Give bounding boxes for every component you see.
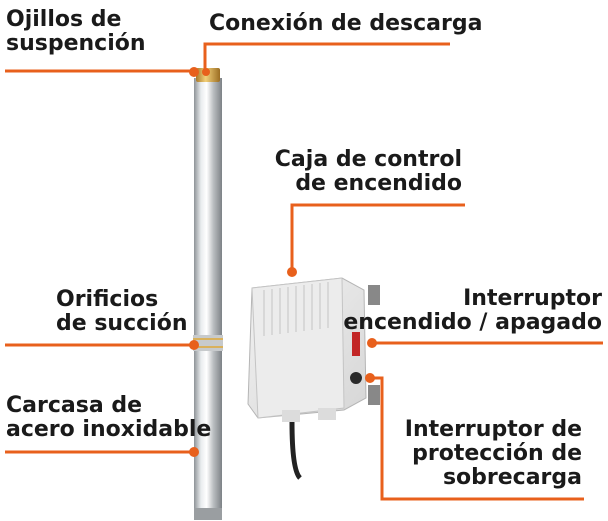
label-proteccion-line2: protección de: [412, 441, 582, 466]
label-carcasa-line1: Carcasa de: [6, 393, 142, 418]
label-ojillos-line1: Ojillos de: [6, 7, 122, 32]
overload-switch: [350, 372, 362, 384]
label-proteccion-line1: Interruptor de: [404, 417, 582, 442]
label-interruptor-line1: Interruptor: [463, 286, 602, 311]
label-interruptor-line2: encendido / apagado: [343, 310, 602, 335]
label-orificios-line1: Orificios: [56, 287, 159, 312]
label-carcasa: Carcasa de acero inoxidable: [6, 394, 211, 442]
label-carcasa-line2: acero inoxidable: [6, 417, 212, 442]
label-conexion-line1: Conexión de descarga: [209, 11, 483, 36]
label-caja-line2: de encendido: [295, 171, 462, 196]
power-switch: [352, 332, 360, 356]
label-proteccion-line3: sobrecarga: [442, 465, 582, 490]
label-proteccion: Interruptor de protección de sobrecarga: [405, 418, 582, 490]
label-ojillos: Ojillos de suspención: [6, 8, 146, 56]
callout-lines: [5, 42, 603, 501]
submersible-pump: [193, 68, 223, 520]
label-caja-line1: Caja de control: [274, 147, 462, 172]
label-orificios-line2: de succión: [56, 311, 188, 336]
label-ojillos-line2: suspención: [6, 31, 146, 56]
label-conexion: Conexión de descarga: [209, 12, 482, 36]
label-orificios: Orificios de succión: [56, 288, 187, 336]
callout-dots: [189, 67, 377, 457]
power-cable: [289, 421, 303, 480]
label-interruptor: Interruptor encendido / apagado: [343, 287, 602, 335]
control-box: [247, 277, 380, 480]
label-caja: Caja de control de encendido: [275, 148, 462, 196]
pump-casing: [194, 78, 222, 518]
